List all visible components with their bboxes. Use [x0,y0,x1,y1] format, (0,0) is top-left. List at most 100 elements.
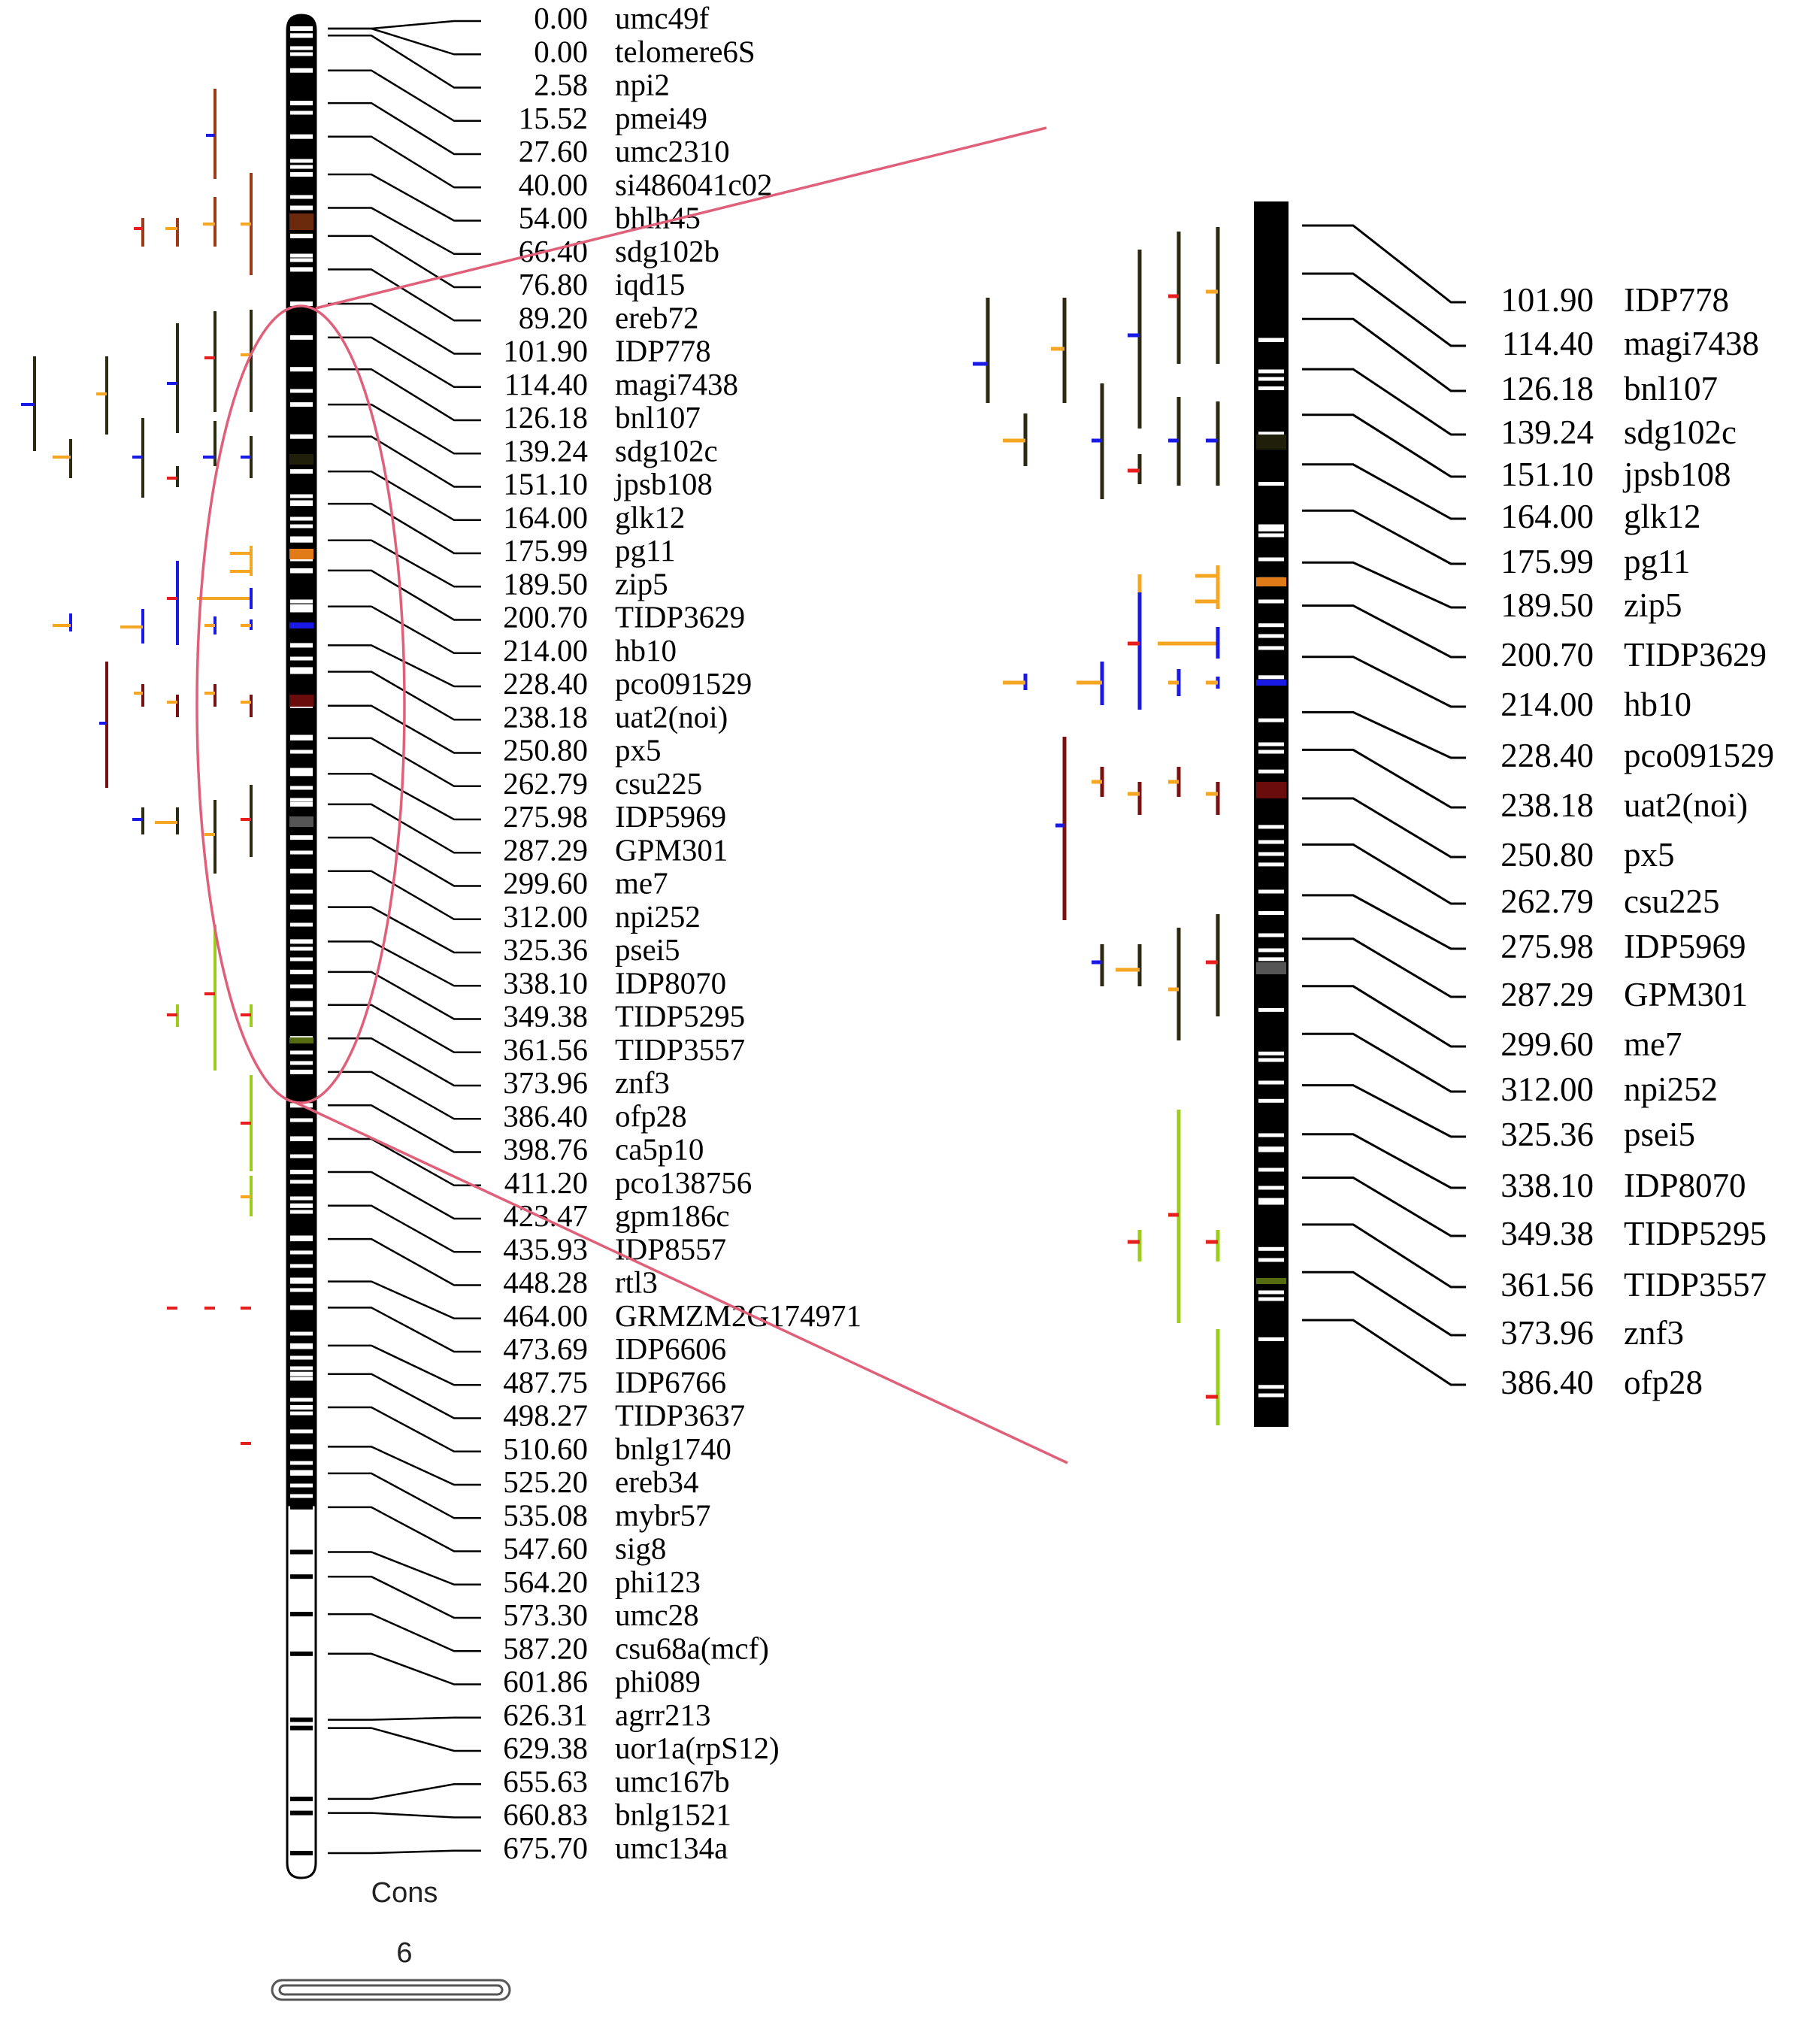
marker-connector [1302,1032,1466,1093]
chromosome-band [290,1331,313,1336]
marker-connector [328,1344,481,1386]
chromosome-band [290,1002,313,1007]
marker-connector [328,1071,481,1120]
chromosome-band [1258,1098,1284,1103]
marker-connector [1302,604,1466,659]
marker-position: 189.50 [1501,586,1594,624]
chromosome-band [290,172,313,177]
marker-position: 175.99 [1501,543,1594,580]
chromosome-band [1258,675,1284,680]
chromosome-band [1258,369,1284,374]
marker-connector [328,1551,481,1586]
marker-position: 214.00 [1501,686,1594,723]
chromosome-band [290,159,313,163]
marker-position: 525.20 [503,1464,588,1499]
marker-position: 114.40 [504,367,588,401]
chromosome-band [290,52,313,56]
marker-name: gpm186c [615,1198,730,1233]
marker-connector [328,1137,481,1187]
marker-name: phi123 [615,1564,701,1599]
zoom-chromosome-bands [1258,338,1284,1437]
marker-name: uat2(noi) [1624,786,1748,824]
marker-position: 101.90 [1501,281,1594,319]
chromosome-band [290,1264,313,1268]
marker-name: bnl107 [615,400,701,435]
chromosome-band [290,939,313,944]
chromosome-band [1258,742,1284,747]
chromosome-band [1258,1186,1284,1190]
marker-name: pco091529 [615,666,752,701]
chromosome-band [1258,948,1284,952]
marker-position: 262.79 [503,766,588,801]
marker-name: agrr213 [615,1697,711,1732]
marker-name: IDP8557 [615,1231,726,1266]
marker-connector [328,435,481,488]
chromosome-band [290,516,313,521]
chromosome-band [290,801,313,807]
marker-name: IDP8070 [615,965,726,1000]
marker-name: umc167b [615,1764,730,1798]
marker-name: bnlg1521 [615,1797,731,1832]
chromosome-band [290,643,313,648]
marker-name: TIDP5295 [615,999,745,1034]
chromosome-band [1258,623,1284,628]
chromosome-band [1258,557,1284,562]
chromosome-band [1258,533,1284,538]
marker-position: 151.10 [503,467,588,501]
chromosome-band [290,1504,313,1510]
chromosome-band [1258,1133,1284,1137]
marker-position: 629.38 [503,1731,588,1765]
marker-connector [1302,509,1466,565]
marker-position: 287.29 [1501,976,1594,1013]
chromosome-band [290,165,313,169]
chromosome-band [1258,750,1284,754]
chromosome-band [290,1444,313,1449]
chromosome-band [290,1398,313,1402]
marker-connector [1302,317,1466,392]
marker-name: px5 [1624,836,1675,874]
marker-connector [328,1472,481,1519]
marker-connector [328,836,481,887]
chromosome-band [290,1483,313,1488]
marker-name: csu225 [1624,883,1720,920]
chromosome-band [290,258,313,262]
marker-name: ereb34 [615,1464,699,1499]
chromosome-band [290,1345,313,1349]
chromosome-band [1258,1058,1284,1062]
marker-connector [328,971,481,1020]
marker-name: hb10 [1624,686,1691,723]
marker-connector [328,644,481,688]
marker-name: zip5 [1624,586,1682,624]
marker-connector [328,235,481,289]
marker-name: GPM301 [615,832,728,867]
marker-position: 573.30 [503,1598,588,1632]
marker-name: zip5 [615,566,668,601]
marker-name: uat2(noi) [615,699,728,734]
marker-position: 349.38 [1501,1215,1594,1252]
marker-connector [328,1004,481,1054]
marker-name: npi2 [615,68,670,102]
chromosome-band [1258,1007,1284,1012]
chromosome-band [290,1405,313,1410]
marker-connector [1302,413,1466,478]
chromosome-band [290,101,313,106]
marker-connector [1302,748,1466,809]
marker-connector [328,20,481,30]
marker-position: 498.27 [503,1398,588,1433]
chromosome-band [1258,432,1284,436]
marker-connector [1302,463,1466,520]
marker-position: 262.79 [1501,883,1594,920]
chromosome-band [290,1651,313,1656]
marker-connector [1302,937,1466,998]
marker-name: sig8 [615,1531,666,1566]
chromosome-band [290,1170,313,1174]
marker-connector [1302,797,1466,859]
marker-name: pg11 [615,533,675,568]
marker-position: 238.18 [503,699,588,734]
chromosome-band [290,1461,313,1465]
chromosome-band [290,850,313,855]
marker-position: 312.00 [1501,1071,1594,1108]
chromosome-band [290,984,313,989]
marker-position: 2.58 [534,68,588,102]
